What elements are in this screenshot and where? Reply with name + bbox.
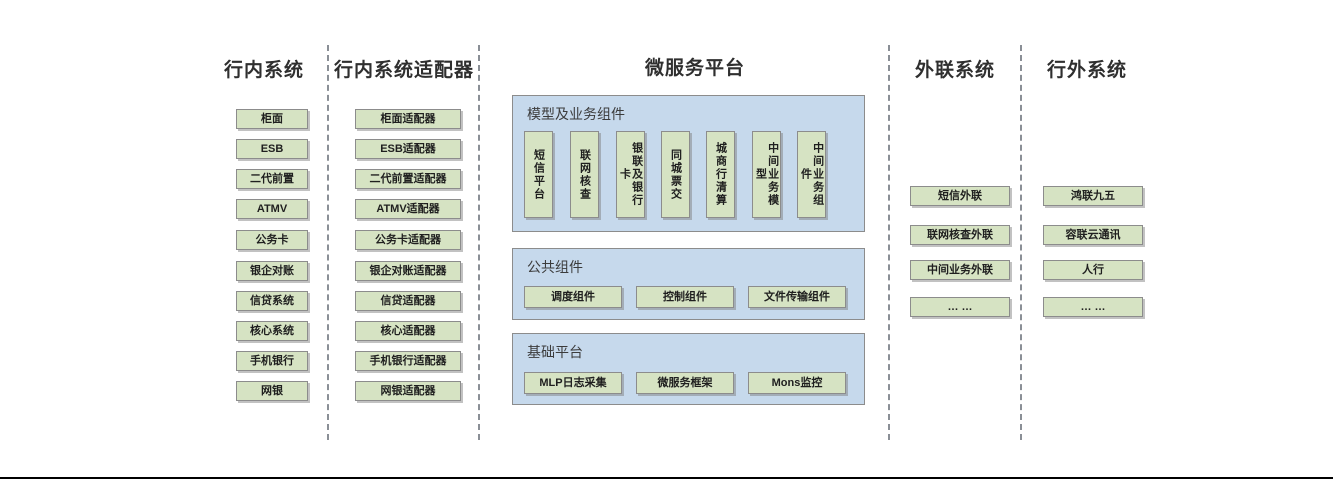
node-in-bank-system-10[interactable]: 网银 — [236, 381, 308, 401]
node-in-bank-adapter-6[interactable]: 银企对账适配器 — [355, 261, 461, 281]
node-public-component-2[interactable]: 控制组件 — [636, 286, 734, 308]
column-divider-1 — [327, 45, 329, 440]
panel-title-model-business-components: 模型及业务组件 — [527, 106, 625, 122]
column-title-microservice-platform: 微服务平台 — [644, 58, 745, 79]
bottom-divider — [0, 477, 1333, 479]
node-in-bank-adapter-10[interactable]: 网银适配器 — [355, 381, 461, 401]
node-in-bank-system-5[interactable]: 公务卡 — [236, 230, 308, 250]
node-in-bank-system-4[interactable]: ATMV — [236, 199, 308, 219]
node-off-bank-3[interactable]: 人行 — [1043, 260, 1143, 280]
node-external-link-1[interactable]: 短信外联 — [910, 186, 1010, 206]
column-divider-2 — [478, 45, 480, 440]
column-divider-4 — [1020, 45, 1022, 440]
node-in-bank-adapter-8[interactable]: 核心适配器 — [355, 321, 461, 341]
node-in-bank-adapter-2[interactable]: ESB适配器 — [355, 139, 461, 159]
node-model-component-4[interactable]: 同城票交 — [661, 131, 690, 218]
node-model-component-2[interactable]: 联网核查 — [570, 131, 599, 218]
node-in-bank-adapter-9[interactable]: 手机银行适配器 — [355, 351, 461, 371]
node-in-bank-adapter-5[interactable]: 公务卡适配器 — [355, 230, 461, 250]
panel-base-platform: 基础平台 — [512, 333, 865, 405]
node-in-bank-system-3[interactable]: 二代前置 — [236, 169, 308, 189]
node-base-platform-3[interactable]: Mons监控 — [748, 372, 846, 394]
node-off-bank-1[interactable]: 鸿联九五 — [1043, 186, 1143, 206]
node-in-bank-adapter-1[interactable]: 柜面适配器 — [355, 109, 461, 129]
column-title-in-bank-adapters: 行内系统适配器 — [333, 60, 474, 81]
panel-public-components: 公共组件 — [512, 248, 865, 320]
node-model-component-5[interactable]: 城商行清算 — [706, 131, 735, 218]
node-model-component-6[interactable]: 中间业务模型 — [752, 131, 781, 218]
panel-title-base-platform: 基础平台 — [527, 344, 583, 360]
column-title-external-link-systems: 外联系统 — [914, 60, 995, 81]
node-in-bank-system-6[interactable]: 银企对账 — [236, 261, 308, 281]
node-in-bank-system-2[interactable]: ESB — [236, 139, 308, 159]
node-model-component-1[interactable]: 短信平台 — [524, 131, 553, 218]
node-off-bank-4[interactable]: … … — [1043, 297, 1143, 317]
node-in-bank-system-8[interactable]: 核心系统 — [236, 321, 308, 341]
node-public-component-3[interactable]: 文件传输组件 — [748, 286, 846, 308]
node-external-link-3[interactable]: 中间业务外联 — [910, 260, 1010, 280]
node-in-bank-system-7[interactable]: 信贷系统 — [236, 291, 308, 311]
node-in-bank-system-1[interactable]: 柜面 — [236, 109, 308, 129]
node-external-link-4[interactable]: … … — [910, 297, 1010, 317]
node-base-platform-2[interactable]: 微服务框架 — [636, 372, 734, 394]
node-model-component-3[interactable]: 银联及银行卡 — [616, 131, 645, 218]
column-divider-3 — [888, 45, 890, 440]
column-title-in-bank-systems: 行内系统 — [223, 60, 304, 81]
node-base-platform-1[interactable]: MLP日志采集 — [524, 372, 622, 394]
node-public-component-1[interactable]: 调度组件 — [524, 286, 622, 308]
panel-title-public-components: 公共组件 — [527, 259, 583, 275]
node-in-bank-adapter-7[interactable]: 信贷适配器 — [355, 291, 461, 311]
node-off-bank-2[interactable]: 容联云通讯 — [1043, 225, 1143, 245]
node-in-bank-system-9[interactable]: 手机银行 — [236, 351, 308, 371]
node-external-link-2[interactable]: 联网核查外联 — [910, 225, 1010, 245]
node-in-bank-adapter-3[interactable]: 二代前置适配器 — [355, 169, 461, 189]
node-in-bank-adapter-4[interactable]: ATMV适配器 — [355, 199, 461, 219]
column-title-off-bank-systems: 行外系统 — [1046, 60, 1127, 81]
node-model-component-7[interactable]: 中间业务组件 — [797, 131, 826, 218]
